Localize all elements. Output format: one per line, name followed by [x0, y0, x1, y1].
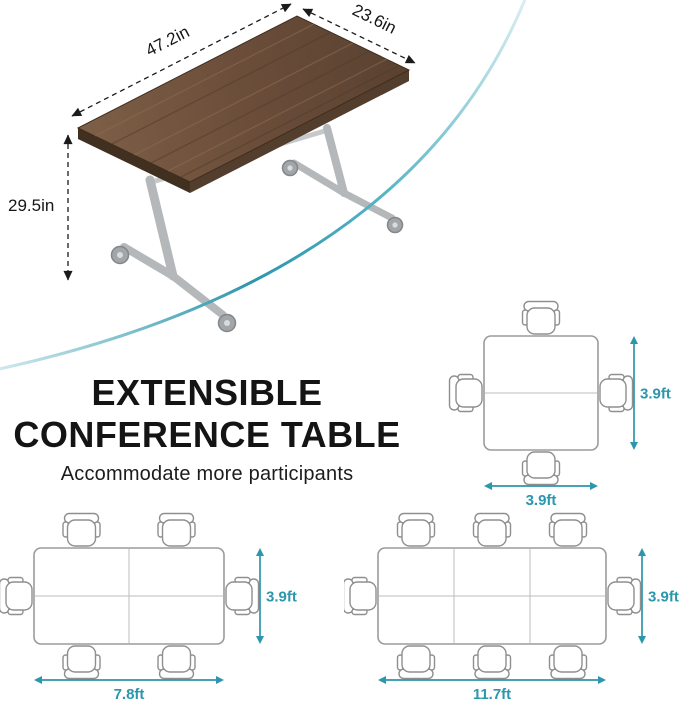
headline-subtitle: Accommodate more participants — [60, 462, 354, 485]
layout-diagram-6-seat: 3.9ft 7.8ft — [0, 512, 297, 703]
chair-icon — [225, 576, 260, 616]
layout-diagram-4-seat: 3.9ft 3.9ft — [448, 300, 671, 509]
height-dimension-label: 3.9ft — [266, 589, 297, 606]
chair-icon — [548, 645, 588, 680]
chair-icon — [396, 512, 436, 547]
width-dimension-arrow — [378, 676, 606, 684]
height-dimension-arrow — [638, 548, 646, 644]
chair-icon — [607, 576, 642, 616]
chair-icon — [62, 512, 101, 547]
depth-dimension-label: 23.6in — [349, 0, 399, 37]
chair-icon — [396, 645, 436, 680]
width-dimension-label: 3.9ft — [526, 492, 557, 509]
chair-icon — [448, 373, 483, 413]
height-dimension-arrow — [630, 336, 638, 450]
chair-icon — [344, 576, 377, 616]
chair-icon — [472, 512, 512, 547]
table-3d-illustration: 47.2in 23.6in 29.5in — [8, 0, 416, 333]
headline: EXTENSIBLE CONFERENCE TABLE Accommodate … — [2, 372, 412, 486]
chair-icon — [599, 373, 634, 413]
height-dimension-label: 3.9ft — [640, 386, 671, 403]
width-dimension-label: 11.7ft — [473, 686, 511, 703]
width-dimension-label: 47.2in — [143, 22, 193, 60]
chair-icon — [521, 300, 561, 335]
headline-line1: EXTENSIBLE — [91, 372, 323, 413]
height-dimension-label: 29.5in — [8, 196, 54, 215]
chair-icon — [548, 512, 588, 547]
chair-icon — [157, 645, 196, 680]
width-dimension-arrow — [484, 482, 598, 490]
width-dimension-arrow — [34, 676, 224, 684]
chair-icon — [472, 645, 512, 680]
headline-line2: CONFERENCE TABLE — [13, 413, 401, 455]
chair-icon — [0, 576, 33, 616]
layout-diagram-8-seat: 3.9ft 11.7ft — [344, 512, 679, 703]
tabletop — [76, 15, 411, 193]
height-dimension-arrow — [256, 548, 264, 644]
height-dimension-label: 3.9ft — [648, 589, 679, 606]
width-dimension-label: 7.8ft — [114, 686, 145, 703]
chair-icon — [62, 645, 101, 680]
chair-icon — [521, 451, 561, 486]
chair-icon — [157, 512, 196, 547]
